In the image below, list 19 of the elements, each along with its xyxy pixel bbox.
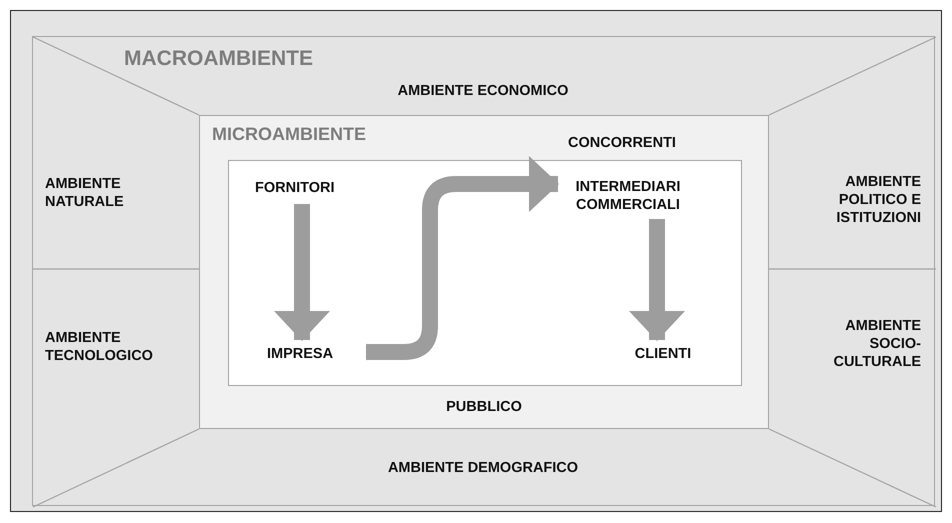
- region-label: AMBIENTE SOCIO- CULTURALE: [801, 317, 921, 371]
- region-label: AMBIENTE POLITICO E ISTITUZIONI: [781, 173, 921, 227]
- region-label: CONCORRENTI: [567, 134, 677, 152]
- outer-panel: [32, 36, 935, 506]
- region-label: PUBBLICO: [445, 398, 523, 416]
- region-label: IMPRESA: [267, 345, 367, 363]
- flow-box: [228, 160, 742, 386]
- flow-arrow: [274, 204, 330, 341]
- inner-panel: [199, 115, 769, 429]
- region-label: INTERMEDIARI COMMERCIALI: [563, 178, 693, 214]
- region-label: AMBIENTE NATURALE: [45, 175, 185, 211]
- region-label: CLIENTI: [625, 345, 701, 363]
- region-label: AMBIENTE ECONOMICO: [373, 82, 593, 100]
- panel-title: MICROAMBIENTE: [212, 124, 366, 145]
- region-label: AMBIENTE DEMOGRAFICO: [353, 459, 613, 477]
- region-label: AMBIENTE TECNOLOGICO: [45, 329, 195, 365]
- flow-arrow: [629, 219, 685, 341]
- panel-title: MACROAMBIENTE: [124, 47, 313, 71]
- region-label: FORNITORI: [255, 179, 355, 197]
